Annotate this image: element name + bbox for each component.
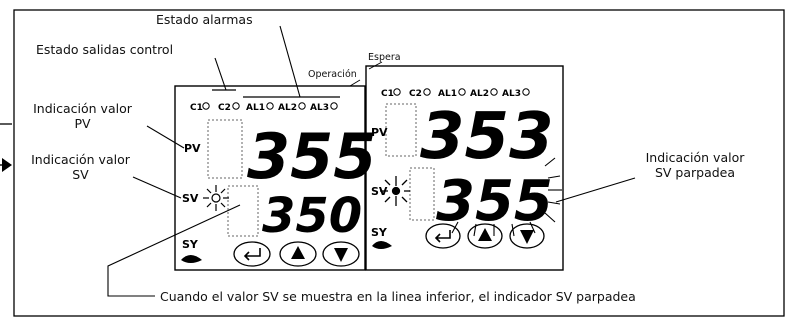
back-label-al3: AL3	[502, 89, 521, 99]
back-enter-button	[425, 223, 461, 249]
left-arrow-head	[2, 158, 12, 172]
front-enter-icon	[243, 248, 261, 261]
label-indicacion-pv-line1: Indicación valor	[33, 101, 132, 116]
back-led-al3	[522, 88, 530, 96]
label-indicacion-sv-line2: SV	[72, 167, 89, 182]
front-pv-value: 355	[247, 120, 376, 193]
front-panel-frame	[174, 85, 366, 271]
back-pv-value: 353	[420, 100, 554, 174]
outer-frame	[13, 9, 785, 317]
front-enter-button	[233, 241, 271, 267]
front-label-al2: AL2	[278, 103, 297, 113]
front-led-al1	[266, 102, 274, 110]
label-indicacion-sv-parpadea-line1: Indicación valor	[645, 150, 745, 165]
front-indicator-leds	[202, 102, 338, 110]
back-sv-blink-icon	[380, 176, 410, 206]
back-up-button	[467, 223, 503, 249]
footer-leader	[107, 204, 241, 297]
back-label-al1: AL1	[438, 89, 457, 99]
back-ghost-sv	[409, 167, 435, 221]
front-label-al3: AL3	[310, 103, 329, 113]
front-led-c2	[232, 102, 240, 110]
front-down-button	[322, 241, 360, 267]
back-led-al2	[490, 88, 498, 96]
back-label-c1: C1	[381, 89, 394, 99]
front-ghost-digits	[207, 119, 259, 237]
label-estado-alarmas: Estado alarmas	[156, 12, 253, 27]
back-up-icon	[478, 228, 492, 241]
label-operacion: Operación	[308, 69, 357, 80]
front-sv-label: SV	[182, 192, 199, 205]
front-label-c1: C1	[190, 103, 203, 113]
front-down-icon	[334, 248, 348, 262]
front-ghost-pv	[207, 119, 243, 179]
back-label-c2: C2	[409, 89, 422, 99]
label-espera: Espera	[368, 52, 401, 63]
front-brand-logo: SY	[182, 238, 199, 251]
label-indicacion-sv-parpadea: Indicación valor SV parpadea	[630, 150, 760, 180]
back-ghost-pv	[385, 103, 417, 157]
front-led-al2	[298, 102, 306, 110]
front-sv-blink-icon	[203, 185, 229, 211]
label-indicacion-pv: Indicación valor PV	[20, 101, 145, 131]
back-sv-value: 355	[436, 169, 553, 234]
back-buttons	[425, 223, 545, 249]
front-up-button	[279, 241, 317, 267]
back-label-al2: AL2	[470, 89, 489, 99]
back-led-c2	[423, 88, 431, 96]
back-logo-eye	[372, 241, 392, 249]
back-pv-label: PV	[371, 126, 388, 139]
back-indicator-leds	[393, 88, 530, 96]
front-buttons	[233, 241, 360, 267]
label-estado-salidas: Estado salidas control	[36, 42, 174, 57]
operacion-leader	[349, 79, 361, 87]
back-enter-icon	[434, 230, 451, 243]
back-down-icon	[520, 230, 534, 244]
front-pv-label: PV	[184, 142, 201, 155]
label-indicacion-sv-parpadea-line2: SV parpadea	[654, 165, 736, 180]
sv-blink-leader	[555, 177, 636, 203]
label-indicacion-sv-line1: Indicación valor	[31, 152, 130, 167]
front-led-c1	[202, 102, 210, 110]
espera-leader	[368, 61, 383, 70]
front-logo-eye	[181, 255, 202, 263]
back-led-c1	[393, 88, 401, 96]
front-label-c2: C2	[218, 103, 231, 113]
footer-caption: Cuando el valor SV se muestra en la line…	[160, 289, 636, 304]
back-led-al1	[458, 88, 466, 96]
front-sv-value: 350	[262, 188, 362, 244]
alarmas-leader	[279, 25, 301, 98]
salidas-leader	[214, 57, 227, 91]
label-indicacion-sv: Indicación valor SV	[18, 152, 143, 182]
back-down-button	[509, 223, 545, 249]
front-led-al3	[330, 102, 338, 110]
back-sv-label: SV	[371, 185, 388, 198]
back-ghost-digits	[385, 103, 435, 221]
pv-leader	[146, 125, 185, 149]
sv-leader	[132, 176, 182, 199]
back-brand-logo: SY	[371, 226, 388, 239]
label-indicacion-pv-line2: PV	[74, 116, 91, 131]
front-up-icon	[291, 246, 305, 259]
front-label-al1: AL1	[246, 103, 265, 113]
